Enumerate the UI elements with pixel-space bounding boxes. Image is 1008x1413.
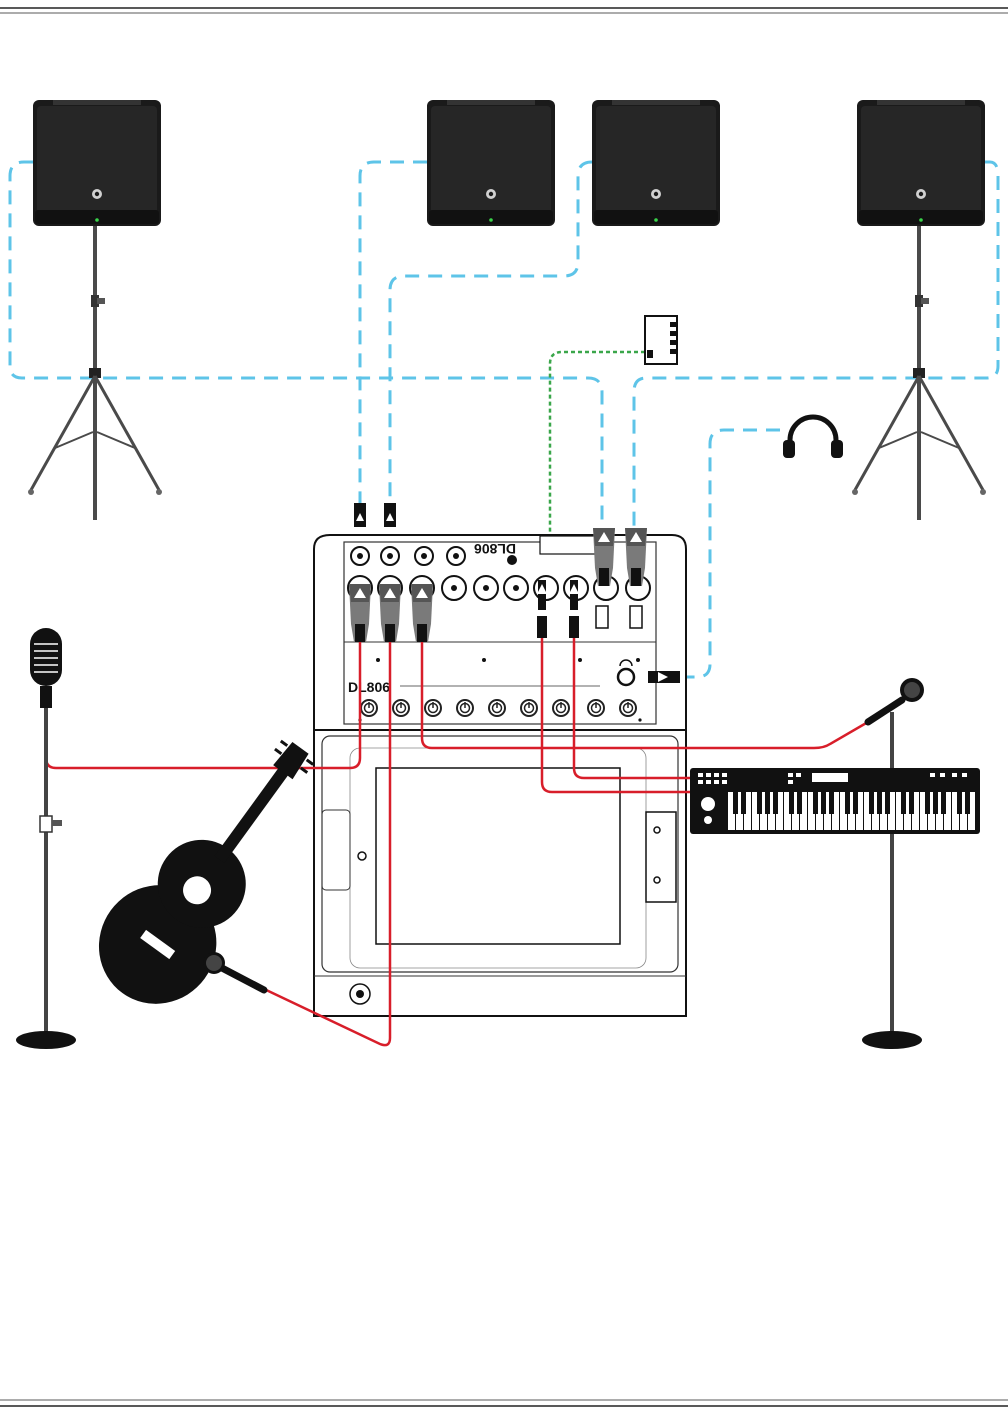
wireless-router [645,316,677,364]
headphones-icon [783,417,843,458]
stage-microphone [862,678,924,1049]
phantom-switch [630,606,642,628]
speaker-1 [28,100,162,520]
handheld-microphone [203,952,264,990]
speaker-4 [852,100,986,520]
ipad-dock [314,730,686,1016]
gain-knobs [361,700,636,716]
speaker-3 [592,100,720,226]
vintage-microphone [16,628,76,1049]
speaker-cable-monitor-1 [360,162,427,505]
ipad-home-button [358,852,366,860]
mixer-logo-top [507,555,517,565]
mixer-model-label-top: DL806 [474,541,516,557]
ipad-screen [376,768,620,944]
keyboard [690,768,980,834]
keyboard-display [812,773,848,782]
headphone-cable [680,430,780,677]
headphone-plug [648,671,680,683]
cable-vintage-mic [46,640,360,768]
mixer-model-label-front: DL806 [348,679,390,695]
acoustic-guitar [75,714,347,1027]
power-switch [596,606,608,628]
speaker-2 [427,100,555,226]
headphone-jack [618,669,634,685]
